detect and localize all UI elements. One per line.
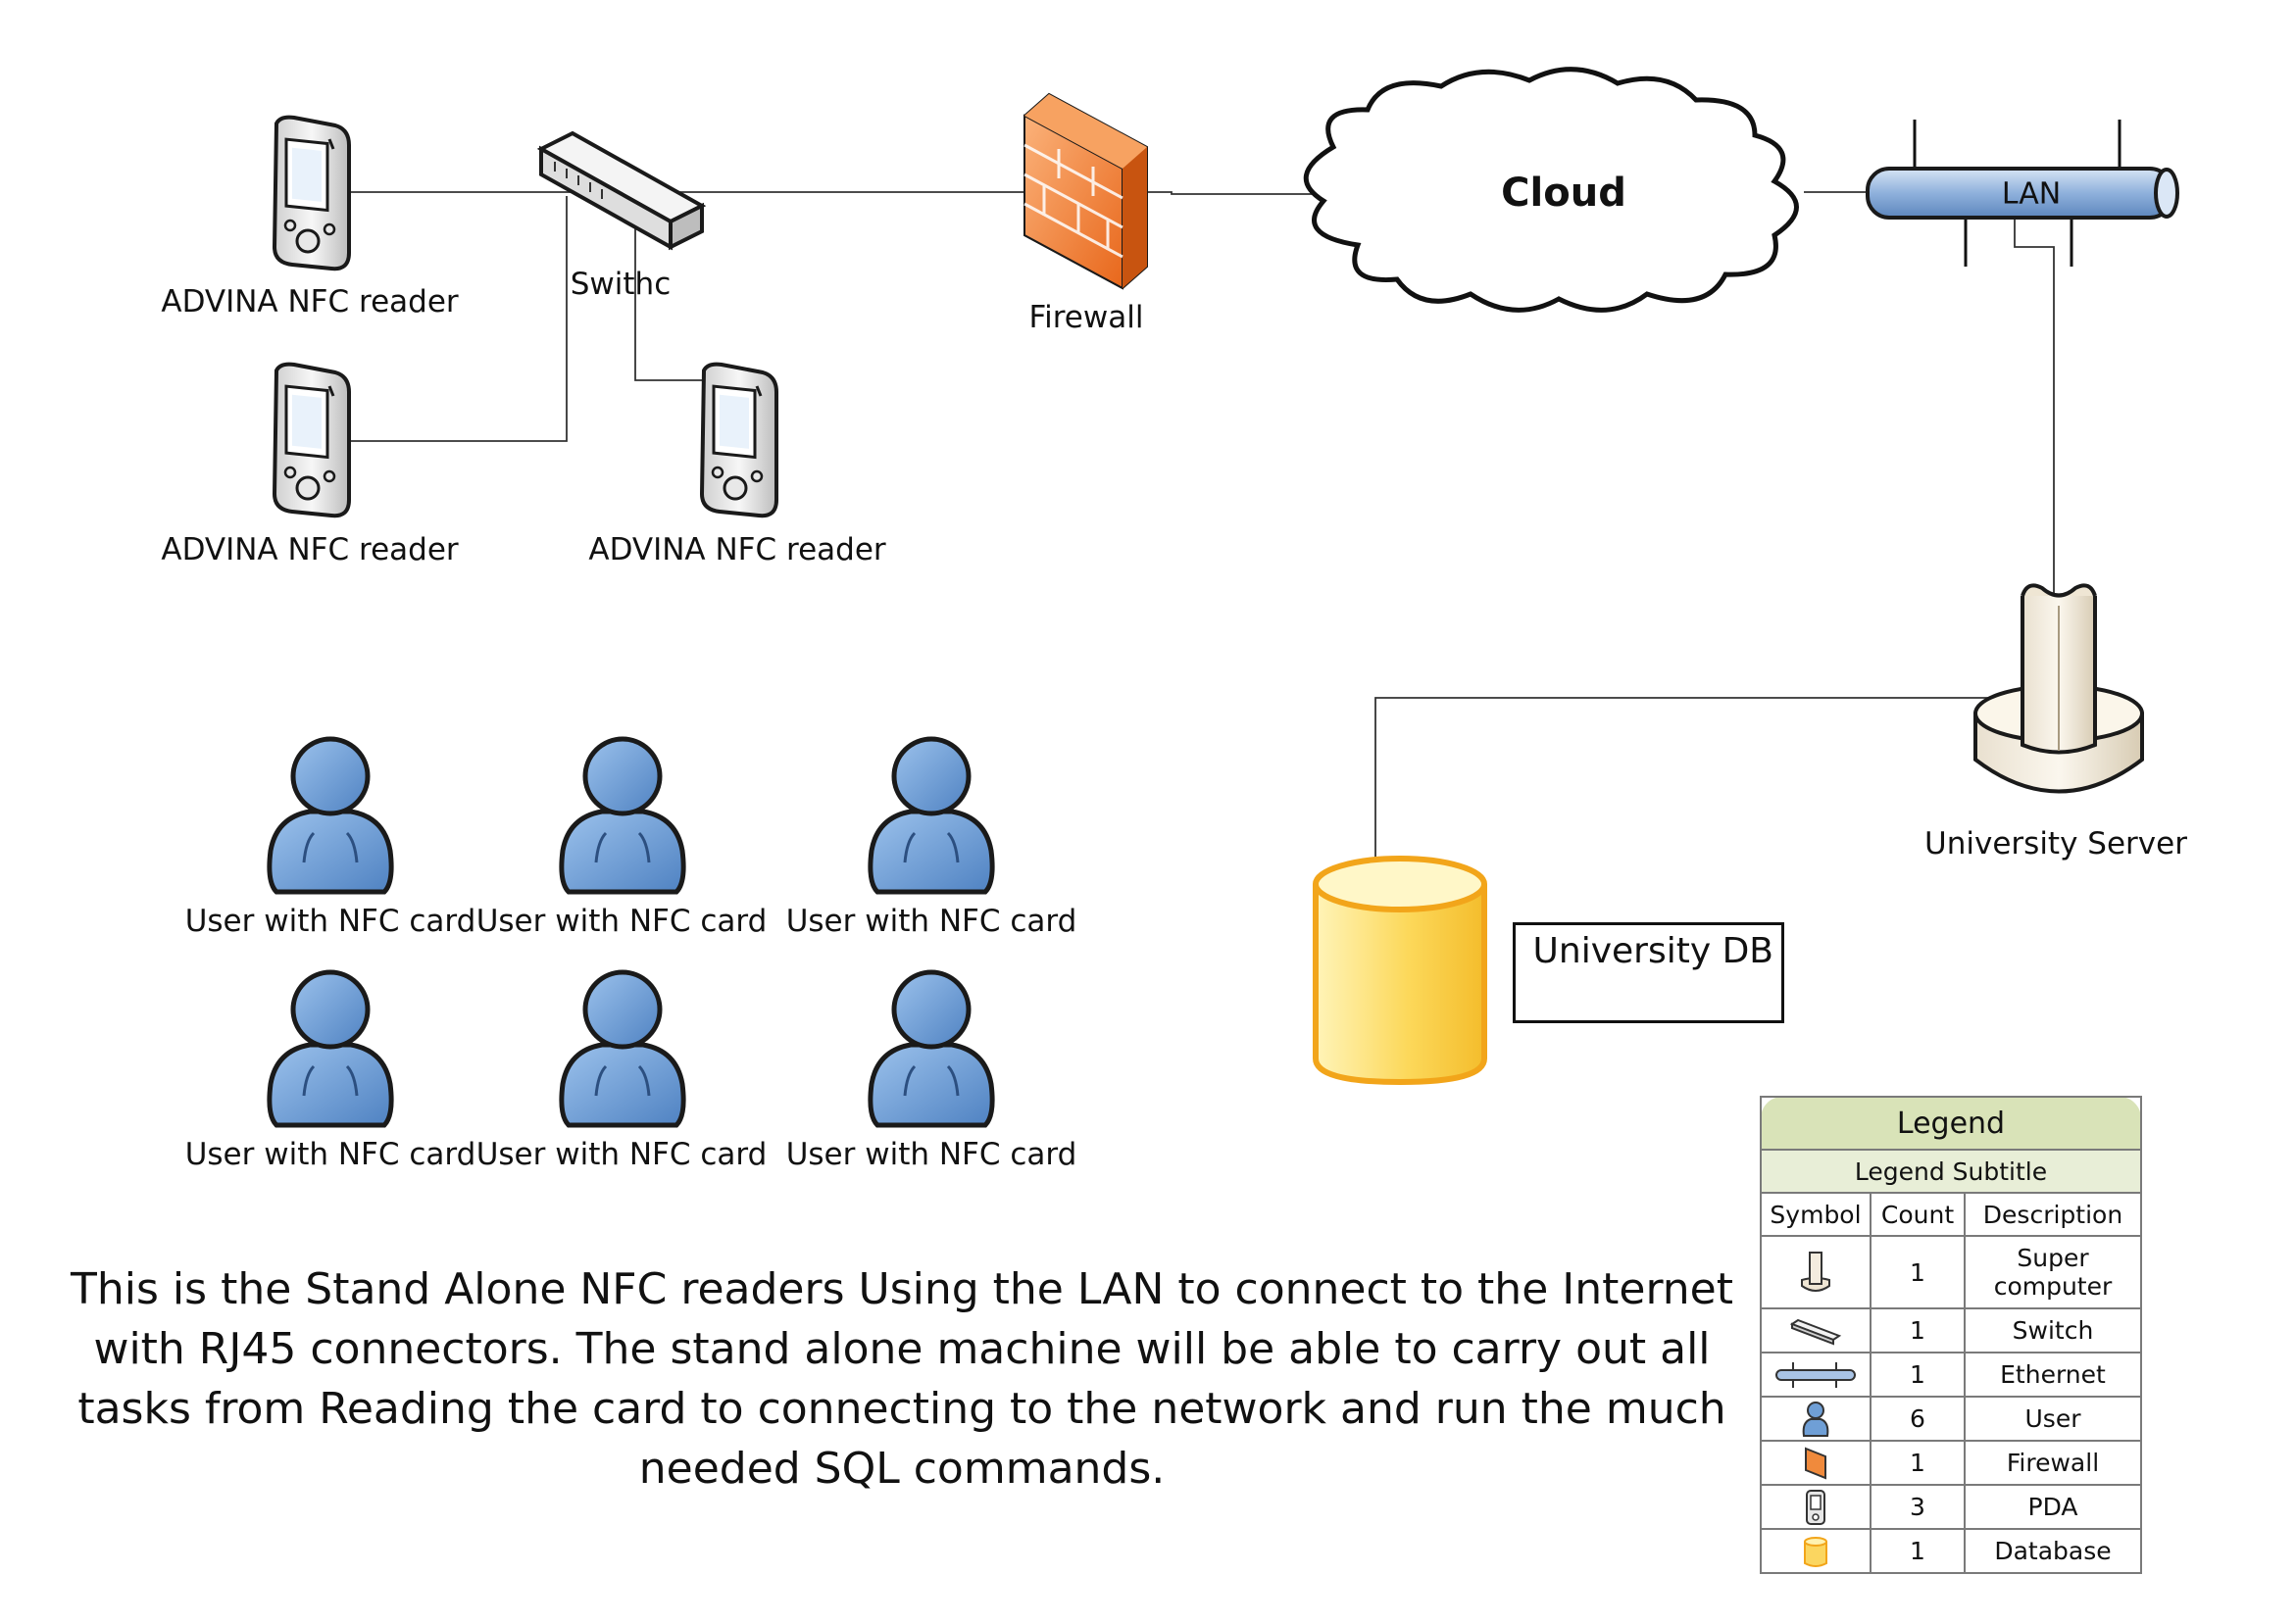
user-3-icon bbox=[871, 739, 992, 892]
legend: Legend Legend Subtitle Symbol Count Desc… bbox=[1760, 1096, 2142, 1574]
diagram-caption: This is the Stand Alone NFC readers Usin… bbox=[71, 1264, 1733, 1494]
lan-bus-icon bbox=[1866, 120, 2179, 267]
nfc-reader-3-icon bbox=[700, 362, 778, 518]
legend-count: 1 bbox=[1870, 1307, 1966, 1353]
legend-count: 1 bbox=[1870, 1528, 1966, 1574]
cloud-label: Cloud bbox=[1501, 171, 1626, 216]
nfc-reader-2-icon bbox=[273, 362, 351, 518]
legend-count: 1 bbox=[1870, 1235, 1966, 1309]
server-label: University Server bbox=[1924, 826, 2187, 861]
database-label-box: University DB bbox=[1513, 922, 1784, 1023]
legend-col-description: Description bbox=[1964, 1192, 2142, 1237]
user-6-icon bbox=[871, 972, 992, 1125]
database-label: University DB bbox=[1532, 931, 1773, 971]
firewall-icon bbox=[1023, 92, 1148, 290]
user-icon bbox=[1760, 1396, 1872, 1442]
legend-description: Firewall bbox=[1964, 1440, 2142, 1486]
legend-row: 3 PDA bbox=[1760, 1484, 2142, 1530]
user-2-label: User with NFC card bbox=[475, 904, 768, 939]
reader-3-label: ADVINA NFC reader bbox=[588, 532, 886, 567]
legend-count: 6 bbox=[1870, 1396, 1966, 1442]
legend-description: Switch bbox=[1964, 1307, 2142, 1353]
legend-description: Database bbox=[1964, 1528, 2142, 1574]
reader-1-label: ADVINA NFC reader bbox=[161, 284, 459, 320]
switch-label: Swithc bbox=[570, 267, 672, 302]
pda-icon bbox=[1760, 1484, 1872, 1530]
legend-count: 3 bbox=[1870, 1484, 1966, 1530]
firewall-icon bbox=[1760, 1440, 1872, 1486]
firewall-label: Firewall bbox=[1028, 300, 1144, 335]
legend-description: PDA bbox=[1964, 1484, 2142, 1530]
legend-table: Legend Legend Subtitle Symbol Count Desc… bbox=[1760, 1096, 2142, 1574]
legend-count: 1 bbox=[1870, 1440, 1966, 1486]
legend-row: 1 Switch bbox=[1760, 1307, 2142, 1353]
legend-col-symbol: Symbol bbox=[1760, 1192, 1872, 1237]
legend-description: User bbox=[1964, 1396, 2142, 1442]
university-server-icon bbox=[1973, 583, 2144, 794]
legend-row: 1 Database bbox=[1760, 1528, 2142, 1574]
cloud-icon bbox=[1303, 67, 1799, 313]
nfc-reader-1-icon bbox=[273, 115, 351, 271]
legend-col-count: Count bbox=[1870, 1192, 1966, 1237]
user-3-label: User with NFC card bbox=[785, 904, 1077, 939]
user-2-icon bbox=[562, 739, 683, 892]
user-6-label: User with NFC card bbox=[785, 1137, 1077, 1172]
user-4-label: User with NFC card bbox=[184, 1137, 476, 1172]
legend-row: 1 Super computer bbox=[1760, 1235, 2142, 1309]
ethernet-icon bbox=[1760, 1352, 1872, 1398]
switch-icon bbox=[536, 130, 707, 251]
supercomputer-icon bbox=[1760, 1235, 1872, 1309]
user-5-label: User with NFC card bbox=[475, 1137, 768, 1172]
reader-2-label: ADVINA NFC reader bbox=[161, 532, 459, 567]
legend-row: 6 User bbox=[1760, 1396, 2142, 1442]
switch-icon bbox=[1760, 1307, 1872, 1353]
user-1-label: User with NFC card bbox=[184, 904, 476, 939]
legend-row: 1 Firewall bbox=[1760, 1440, 2142, 1486]
user-4-icon bbox=[270, 972, 391, 1125]
legend-row: 1 Ethernet bbox=[1760, 1352, 2142, 1398]
lan-label: LAN bbox=[2001, 176, 2062, 212]
database-icon bbox=[1760, 1528, 1872, 1574]
legend-count: 1 bbox=[1870, 1352, 1966, 1398]
user-5-icon bbox=[562, 972, 683, 1125]
legend-subtitle: Legend Subtitle bbox=[1760, 1149, 2142, 1194]
legend-description: Super computer bbox=[1964, 1235, 2142, 1309]
legend-description: Ethernet bbox=[1964, 1352, 2142, 1398]
legend-title: Legend bbox=[1760, 1096, 2142, 1151]
database-icon bbox=[1313, 856, 1487, 1086]
user-1-icon bbox=[270, 739, 391, 892]
